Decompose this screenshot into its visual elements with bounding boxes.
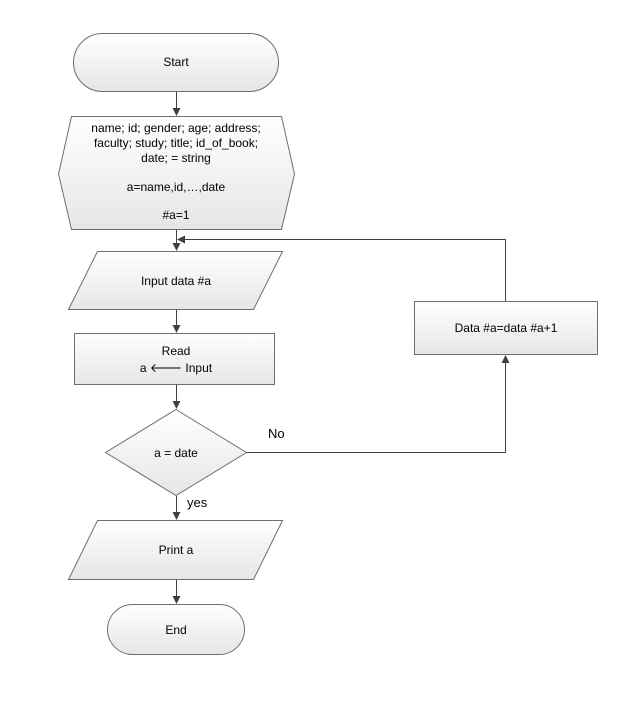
input-shape	[67, 251, 284, 310]
init-line-2: faculty; study; title; id_of_book;	[94, 136, 258, 150]
connector-read-to-decision	[172, 385, 181, 409]
init-line-4: a=name,id,…,date	[127, 180, 226, 194]
arrowhead-icon	[172, 108, 181, 116]
read-shape	[74, 333, 275, 385]
decision-shape	[104, 408, 248, 497]
connector-init-to-input	[172, 230, 181, 251]
read-line-2: a 🡐 Input	[140, 361, 213, 375]
connector-increment-loop-back	[177, 235, 506, 301]
init-node: name; id; gender; age; address; faculty;…	[57, 116, 296, 230]
increment-label: Data #a=data #a+1	[455, 321, 558, 335]
connector-print-to-end	[172, 580, 181, 604]
connector-input-to-read	[172, 310, 181, 333]
arrowhead-icon	[501, 355, 510, 363]
start-shape	[73, 33, 279, 92]
print-shape	[67, 520, 284, 580]
increment-shape	[414, 301, 598, 355]
read-line-1: Read	[162, 344, 191, 358]
connector-start-to-init	[172, 92, 181, 116]
init-shape	[57, 116, 296, 230]
arrowhead-icon	[172, 596, 181, 604]
read-node: Read a 🡐 Input	[74, 333, 275, 385]
edge-label-no: No	[268, 426, 285, 441]
start-label: Start	[163, 55, 189, 69]
end-label: End	[165, 623, 186, 637]
arrowhead-icon	[172, 243, 181, 251]
print-label: Print a	[159, 543, 194, 557]
end-shape	[107, 604, 245, 655]
connector-decision-no-to-increment	[246, 355, 510, 453]
arrowhead-icon	[177, 235, 185, 244]
print-node: Print a	[67, 520, 284, 580]
start-node: Start	[73, 33, 279, 92]
arrowhead-icon	[172, 512, 181, 520]
connector-decision-to-print	[172, 496, 181, 520]
init-line-1: name; id; gender; age; address;	[91, 121, 260, 135]
input-node: Input data #a	[67, 251, 284, 310]
decision-node: a = date	[104, 408, 248, 497]
end-node: End	[107, 604, 245, 655]
decision-label: a = date	[154, 446, 198, 460]
arrowhead-icon	[172, 401, 181, 409]
increment-node: Data #a=data #a+1	[414, 301, 598, 355]
edge-label-yes: yes	[187, 495, 208, 510]
init-line-3: date; = string	[141, 151, 211, 165]
init-line-5: #a=1	[162, 208, 189, 222]
input-label: Input data #a	[141, 274, 211, 288]
arrowhead-icon	[172, 325, 181, 333]
